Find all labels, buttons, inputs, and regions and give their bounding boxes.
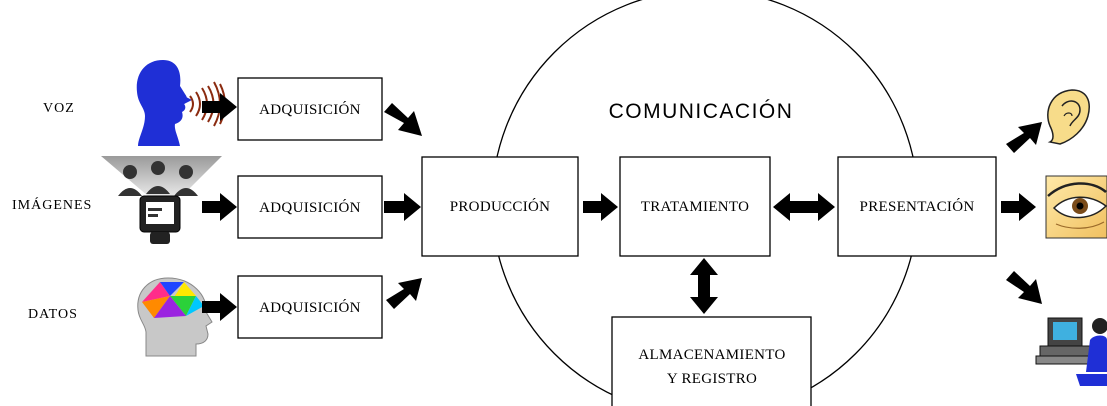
colorful-head-icon — [137, 277, 213, 357]
adquisicion-box-3 — [237, 275, 383, 339]
almacenamiento-box — [611, 316, 812, 406]
arrow-tratamiento-presentacion — [773, 193, 835, 221]
label-voz: VOZ — [43, 101, 75, 116]
produccion-label: PRODUCCIÓN — [450, 198, 551, 215]
tratamiento-label: TRATAMIENTO — [641, 199, 749, 215]
speaking-head-icon — [136, 60, 226, 146]
produccion-box — [421, 156, 579, 257]
eye-icon — [1045, 175, 1107, 239]
arrow-adquisicion1-to-produccion — [384, 103, 422, 136]
presentacion-label: PRESENTACIÓN — [860, 198, 975, 215]
adquisicion-label-3: ADQUISICIÓN — [259, 299, 361, 316]
label-datos: DATOS — [28, 307, 78, 322]
almacenamiento-label-line1: ALMACENAMIENTO — [638, 347, 785, 363]
arrow-presentacion-to-computer — [1006, 271, 1042, 304]
adquisicion-label-1: ADQUISICIÓN — [259, 101, 361, 118]
arrow-adquisicion2-to-produccion — [384, 193, 421, 221]
adquisicion-label-2: ADQUISICIÓN — [259, 199, 361, 216]
almacenamiento-label-line2: Y REGISTRO — [667, 371, 757, 387]
arrows — [202, 93, 1042, 321]
adquisicion-box-2 — [237, 175, 383, 239]
arrow-tratamiento-almacenamiento — [690, 258, 718, 314]
arrow-presentacion-to-ear — [1006, 122, 1042, 153]
presentacion-box — [837, 156, 997, 257]
people-monitor-icon — [101, 156, 222, 244]
arrow-imagenes-to-adquisicion — [202, 193, 237, 221]
ear-icon — [1047, 89, 1090, 145]
arrow-produccion-to-tratamiento — [583, 193, 618, 221]
arrow-adquisicion3-to-produccion — [386, 278, 422, 309]
arrow-voz-to-adquisicion — [202, 93, 237, 121]
arrow-presentacion-to-eye — [1001, 193, 1036, 221]
arrow-datos-to-adquisicion — [202, 293, 237, 321]
label-imagenes: IMÁGENES — [12, 196, 92, 213]
circle-title: COMUNICACIÓN — [609, 100, 794, 123]
adquisicion-box-1 — [237, 77, 383, 141]
tratamiento-box — [619, 156, 771, 257]
computer-user-icon — [1035, 317, 1107, 386]
